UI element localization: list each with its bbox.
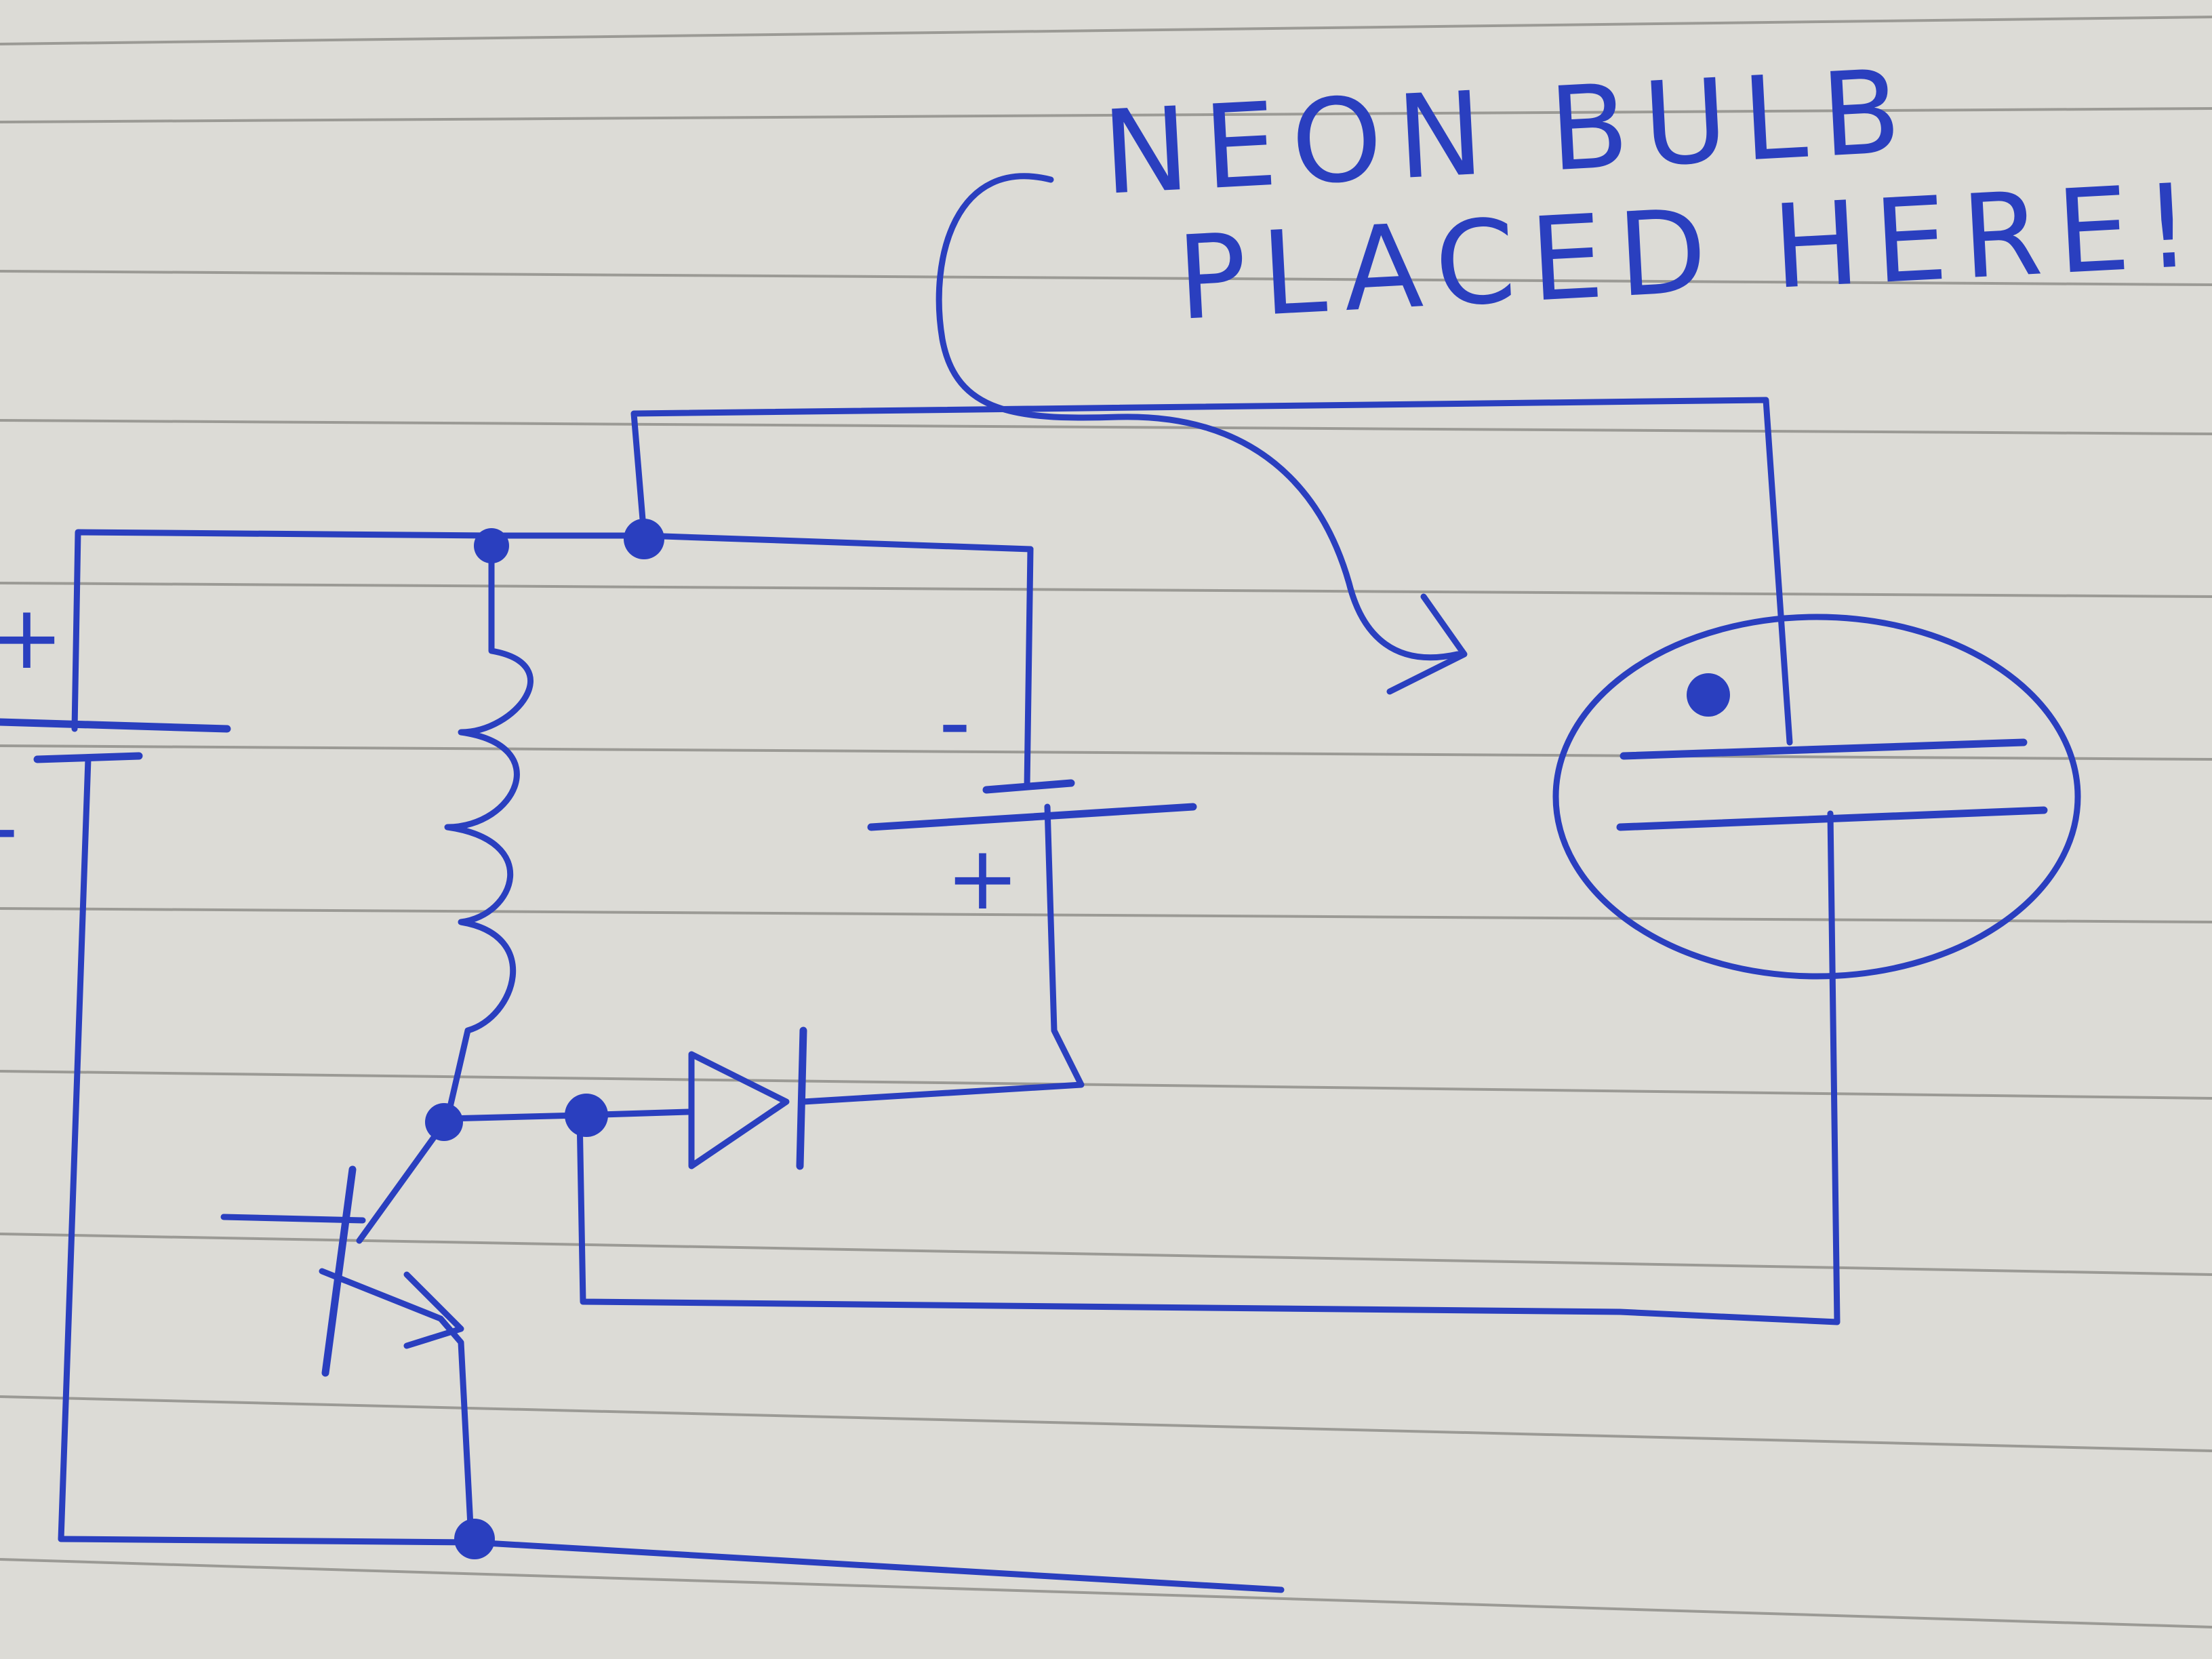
cap-plus-label: +: [946, 826, 1020, 930]
junction-dots: [425, 519, 664, 1559]
left-rail: [58, 756, 92, 1542]
top-rail: [71, 529, 1034, 732]
battery-minus-label: -: [0, 776, 18, 879]
pointer-arrow: [936, 173, 1461, 661]
diode: [688, 1026, 807, 1170]
inductor-coil: [444, 532, 534, 1122]
bulb-top-wire: [630, 397, 1793, 746]
pointer-arrowhead: [1386, 593, 1468, 695]
diode-out-wire: [800, 803, 1085, 1105]
ruled-lines: [0, 16, 2212, 1628]
bulb-return-wire: [576, 810, 1841, 1325]
bottom-rail: [58, 1536, 1285, 1593]
neon-bulb: [1552, 614, 2081, 980]
battery-plus-label: +: [0, 586, 64, 689]
dc-battery: + -: [0, 586, 231, 879]
npn-transistor: [220, 1115, 475, 1542]
capacitor: - +: [867, 546, 1197, 930]
cap-minus-label: -: [939, 671, 971, 774]
